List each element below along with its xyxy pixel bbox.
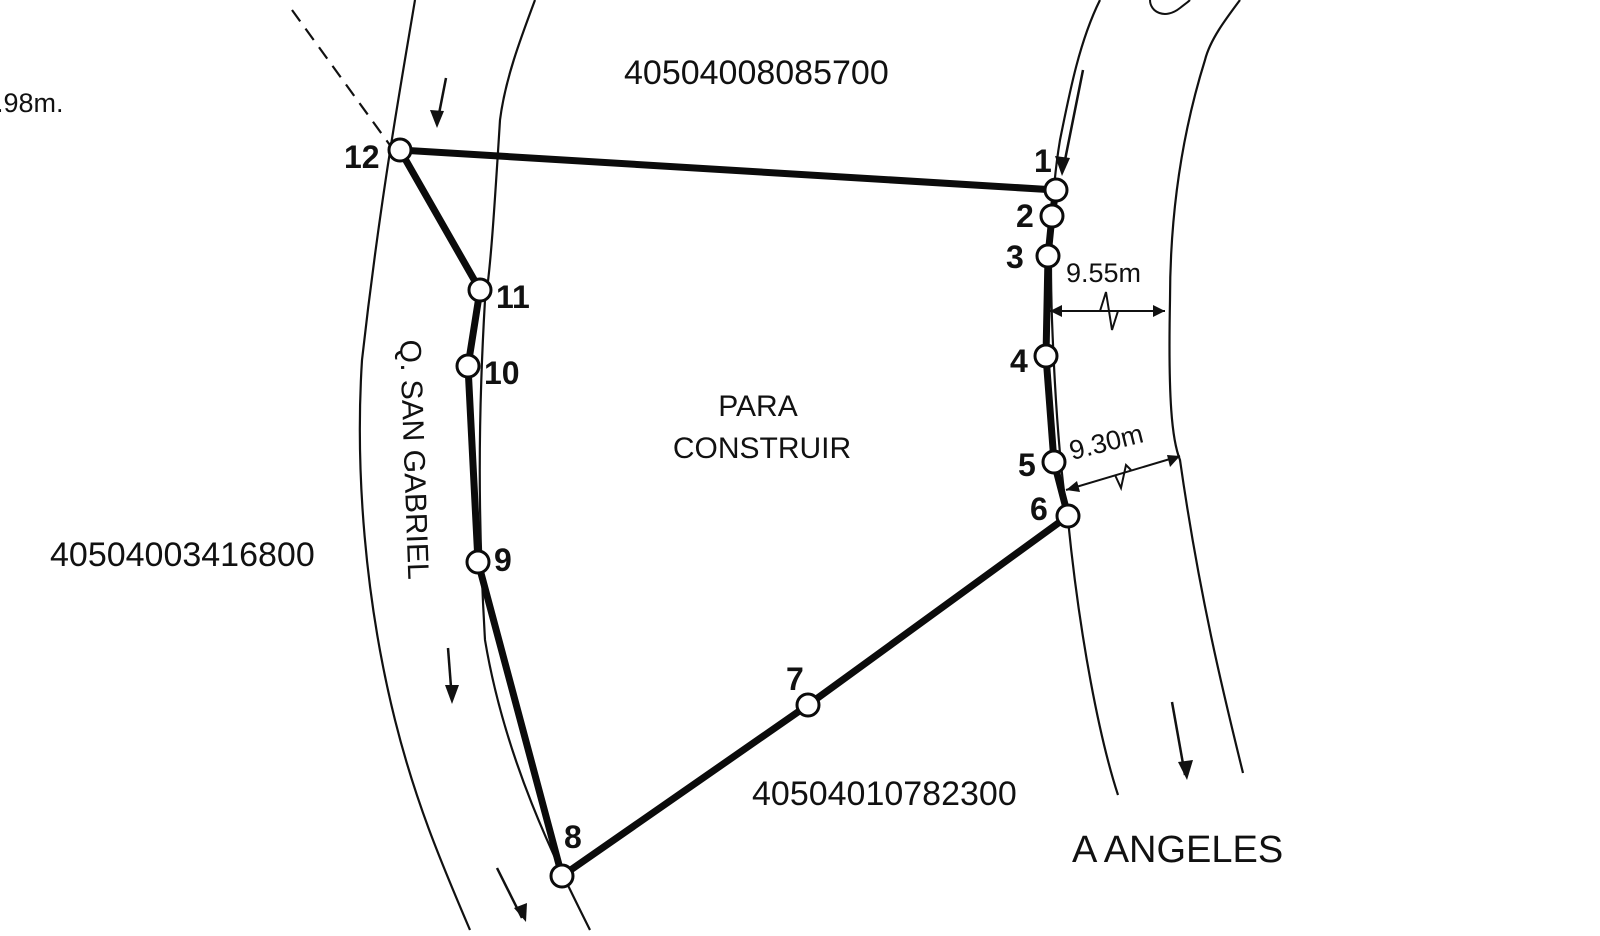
vertex-marker (1039, 203, 1065, 229)
vertex-label-1: 1 (1034, 143, 1052, 179)
vertex-label-11: 11 (496, 279, 530, 315)
vertex-label-12: 12 (344, 139, 380, 175)
vertices (387, 137, 1081, 889)
vertex-marker (1033, 343, 1059, 369)
parcel-number-south: 40504010782300 (752, 775, 1017, 813)
vertex-marker (1041, 449, 1067, 475)
dim-lower-arrow-left (1066, 481, 1080, 492)
dim-lower-arrow-right (1167, 455, 1180, 467)
arrow-stream-top-head (430, 110, 444, 128)
dimension-width-lower: 9.30m (1066, 419, 1146, 466)
stream-label: Q. SAN GABRIEL (393, 339, 434, 580)
stream-bank-left (358, 0, 472, 931)
vertex-label-3: 3 (1006, 239, 1024, 275)
dashed-extension-line (291, 9, 393, 149)
vertex-marker (465, 549, 491, 575)
area-label-line-1: PARA (718, 390, 797, 423)
road-bank-left (1049, 0, 1120, 796)
vertex-label-4: 4 (1010, 343, 1028, 379)
road-banks (1049, 0, 1245, 796)
vertex-marker (1055, 503, 1081, 529)
vertex-marker (387, 137, 413, 163)
dimension-partial-top-left: .98m. (0, 88, 64, 118)
arrow-road-top (1061, 69, 1085, 171)
vertex-label-7: 7 (786, 661, 804, 697)
vertex-labels: 1 2 3 4 5 6 7 8 9 10 11 12 (344, 139, 1052, 855)
destination-label: A ANGELES (1072, 829, 1283, 871)
stream-bank-right (478, 0, 591, 931)
area-label-line-2: CONSTRUIR (673, 432, 851, 465)
road-bank-right (1168, 0, 1245, 774)
vertex-label-9: 9 (494, 542, 512, 578)
arrow-stream-bottom-head (514, 903, 527, 922)
arrow-stream-mid-head (445, 685, 459, 704)
vertex-marker (1043, 177, 1069, 203)
dim-line-lower (1065, 455, 1181, 491)
flow-arrows (430, 69, 1193, 922)
vertex-label-6: 6 (1030, 491, 1048, 527)
vertex-marker (549, 863, 575, 889)
dim-lower-break (1114, 462, 1132, 492)
vertex-marker (1035, 243, 1061, 269)
vertex-marker (467, 277, 493, 303)
dim-upper-break (1099, 291, 1119, 331)
stream-banks (291, 0, 591, 931)
arrow-road-top-head (1055, 156, 1070, 176)
vertex-label-5: 5 (1018, 447, 1036, 483)
parcel-number-west: 40504003416800 (50, 536, 315, 574)
dim-upper-arrow-right (1153, 305, 1165, 317)
vertex-label-2: 2 (1016, 198, 1034, 234)
vertex-label-8: 8 (564, 819, 582, 855)
property-boundary (396, 146, 1072, 880)
vertex-label-10: 10 (484, 355, 520, 391)
parcel-number-north: 40504008085700 (624, 54, 889, 92)
dimension-width-upper: 9.55m (1066, 258, 1141, 288)
vertex-marker (795, 692, 821, 718)
dim-upper-arrow-left (1050, 305, 1062, 317)
dimension-lines (1050, 291, 1181, 492)
road-curve-top (1149, 0, 1191, 15)
vertex-marker (455, 353, 481, 379)
arrow-road-bottom-head (1178, 760, 1193, 780)
